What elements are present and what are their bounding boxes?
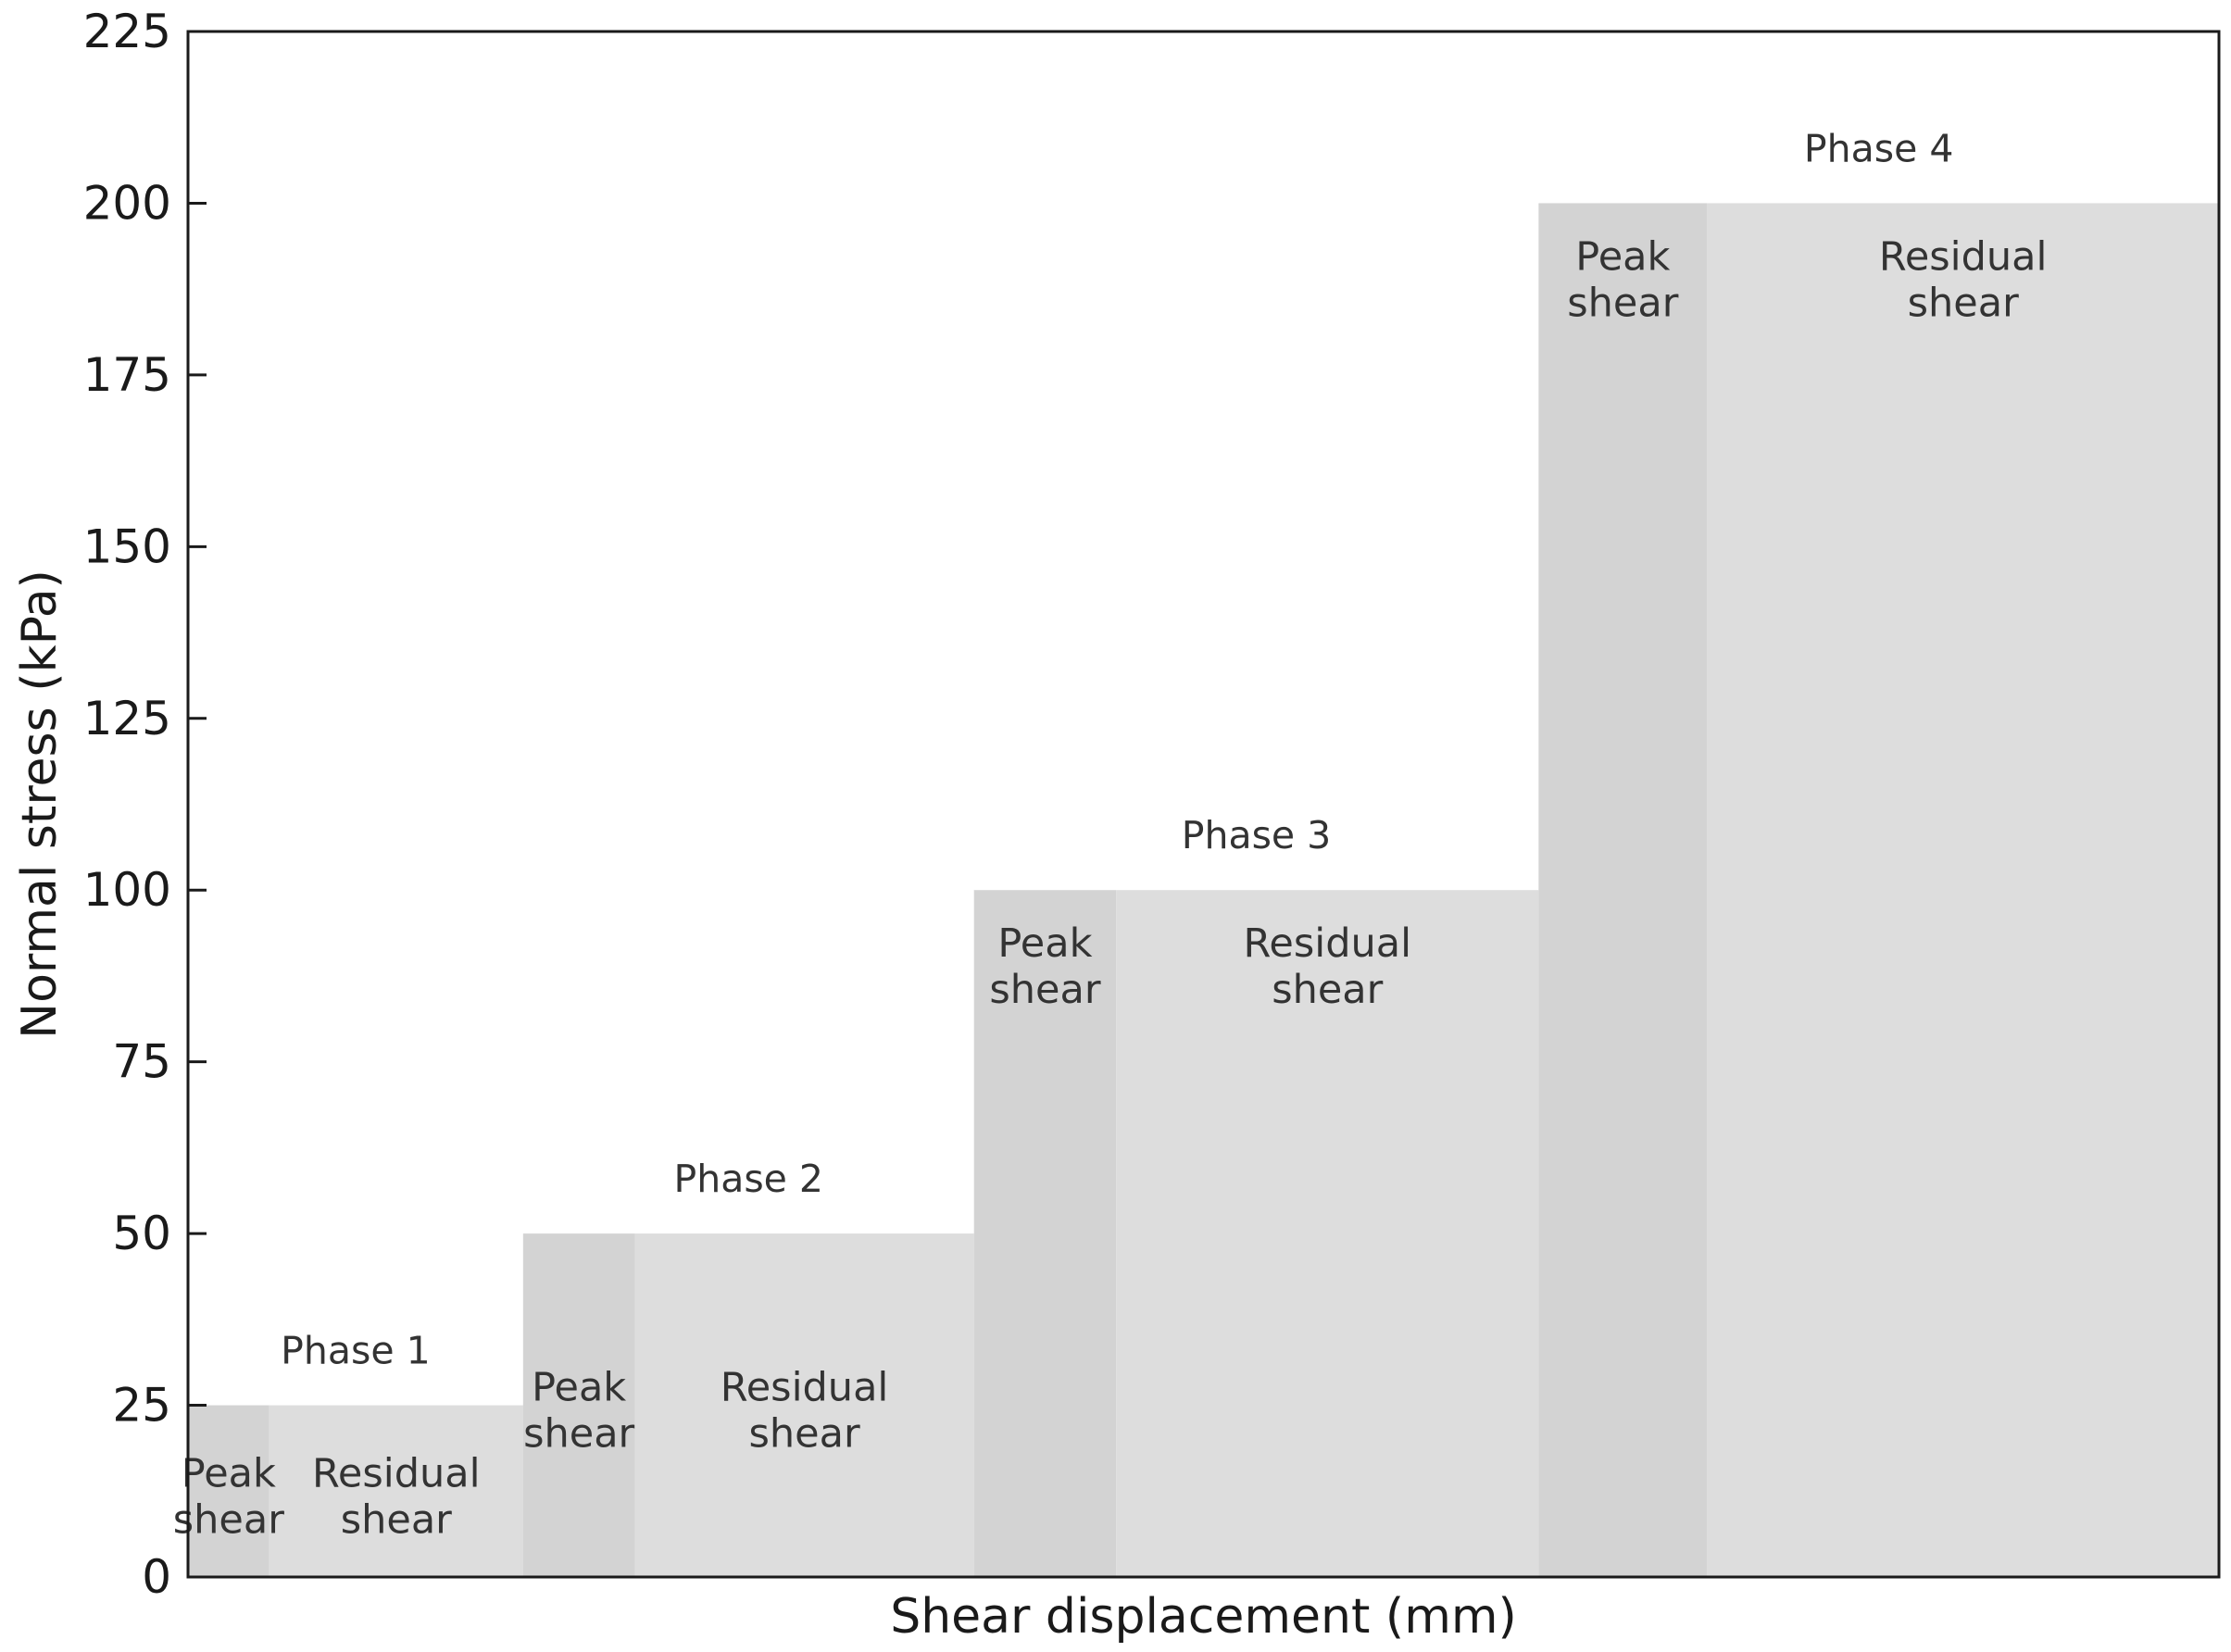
phase-4-residual-bar bbox=[1707, 203, 2219, 1577]
y-tick-label: 75 bbox=[112, 1035, 171, 1089]
x-axis-title: Shear displacement (mm) bbox=[890, 1589, 1517, 1645]
phase-2-residual-bar bbox=[634, 1233, 974, 1577]
y-tick-label: 0 bbox=[142, 1550, 171, 1604]
phase-2-peak-bar bbox=[522, 1233, 635, 1577]
y-tick-label: 50 bbox=[112, 1207, 171, 1260]
y-tick-label: 150 bbox=[83, 519, 171, 573]
y-axis-title: Normal stress (kPa) bbox=[12, 569, 68, 1039]
axis-layer: 0 25 50 75 100 125 150 175 200 225 bbox=[83, 5, 2221, 1604]
plot-frame bbox=[186, 30, 2221, 1579]
phase-2-label: Phase 2 bbox=[673, 1157, 823, 1201]
y-tick-label: 100 bbox=[83, 863, 171, 917]
phase-1-residual-bar bbox=[269, 1405, 523, 1577]
phase-1-label: Phase 1 bbox=[281, 1329, 431, 1373]
y-tick-label: 125 bbox=[83, 692, 171, 745]
y-tick-label: 25 bbox=[112, 1379, 171, 1433]
phase-3-peak-bar bbox=[973, 890, 1117, 1577]
phase-3-label: Phase 3 bbox=[1182, 813, 1332, 857]
y-tick-label: 200 bbox=[83, 176, 171, 230]
phase-3-residual-bar bbox=[1116, 890, 1539, 1577]
bars-layer bbox=[188, 203, 2219, 1577]
y-tick-label: 175 bbox=[83, 348, 171, 402]
y-tick-label: 225 bbox=[83, 5, 171, 58]
phase-1-peak-bar bbox=[188, 1405, 269, 1577]
phase-4-label: Phase 4 bbox=[1804, 126, 1954, 170]
phase-4-peak-bar bbox=[1538, 203, 1708, 1577]
